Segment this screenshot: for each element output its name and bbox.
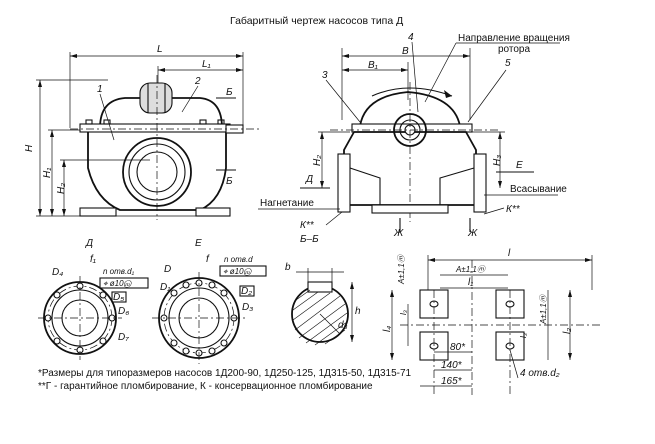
k-mark-right: К** [506,204,521,215]
dim-H-label: H [24,144,35,152]
flange-d-tol: ⌖ ø10ⓜ [103,279,133,288]
flange-d-f1: f₁ [90,254,96,265]
rotation-label: Направление вращения [458,33,570,44]
rotation-label-2: ротора [498,44,530,55]
feet-A2-label: A±1,1ⓜ [397,253,406,285]
callout-2: 2 [194,76,201,87]
feet-l4-label: l₄ [382,326,393,332]
dim-H1-label: H₁ [42,168,53,178]
feet-A-right-label: A±1,1ⓜ [539,293,548,325]
side-view: B B₁ Направление вращения ротора 4 3 5 [258,32,570,245]
feet-l3-left-label: l₃ [399,310,408,315]
flange-d-D6: D₆ [118,306,129,317]
flange-e-tol: ⌖ ø10ⓜ [223,267,253,276]
drawing-title: Габаритный чертеж насосов типа Д [230,15,403,27]
dim-H3-label: H₃ [492,155,503,166]
dim-B-label: B [402,46,409,57]
callout-5: 5 [505,58,511,69]
section-mark-e: Е [516,160,523,171]
flange-e-D2: D₂ [241,286,252,297]
feet-l3-right-label: l₃ [519,333,528,338]
dim-L-label: L [157,44,163,55]
dim-H2-side-label: H₂ [312,155,323,166]
flange-d-D4: D₄ [52,267,63,278]
section-mark-zh-right: Ж [467,228,478,239]
flange-e-f: f [206,254,210,265]
section-mark-d: Д [305,174,313,185]
feet-l1-label: l₁ [468,277,473,288]
shaft-b-label: b [285,262,291,273]
section-mark-b-bottom: Б [226,176,233,187]
callout-1: 1 [97,84,103,95]
section-mark-zh-left: Ж [393,228,404,239]
discharge-label: Нагнетание [260,198,314,209]
view-e-label: Е [195,238,202,249]
shaft-h-label: h [355,306,361,317]
dim-L1-label: L₁ [202,59,211,70]
flange-view-e: Е f n отв.d ⌖ ø10ⓜ D D₁ D₂ D₃ [152,238,267,364]
feet-l2-label: l₂ [562,328,573,334]
feet-l-label: l [508,248,511,259]
view-d-label: Д [85,238,93,249]
flange-e-D3: D₃ [242,302,253,313]
callout-4: 4 [408,32,414,43]
shaft-d3-label: d₃ [338,320,348,331]
flange-e-D: D [164,264,171,275]
section-bb-label: Б–Б [300,234,319,245]
feet-80-label: 80* [450,342,466,353]
dim-H2-label: H₂ [56,183,67,194]
feet-165-label: 165* [441,376,463,387]
feet-140-label: 140* [441,360,463,371]
note-1: *Размеры для типоразмеров насосов 1Д200-… [38,368,412,379]
flange-view-d: Д f₁ n отв.d₁ ⌖ ø10ⓜ D₄ D₅ D₆ D₇ [38,238,149,360]
front-view: L L₁ H H₁ H₂ [24,44,260,220]
dim-B1-label: B₁ [368,60,378,71]
k-mark-left: К** [300,220,315,231]
flange-d-D7: D₇ [118,332,129,343]
section-mark-b-top: Б [226,87,233,98]
flange-e-D1: D₁ [160,282,170,293]
shaft-section: b h d₃ [285,262,361,346]
feet-holes-label: 4 отв.d₂ [520,368,560,379]
note-2: **Г - гарантийное пломбирование, К - кон… [38,380,373,392]
flange-d-n1: n отв.d₁ [103,267,135,276]
feet-A1-label: A±1,1ⓜ [455,265,487,274]
flange-e-n: n отв.d [224,255,253,264]
foot-layout: l A±1,1ⓜ l₁ l₄ l₃ A±1,1ⓜ A±1,1ⓜ l₂ [382,248,600,395]
callout-3: 3 [322,70,328,81]
flange-d-D5: D₅ [113,292,124,303]
suction-label: Всасывание [510,184,567,195]
